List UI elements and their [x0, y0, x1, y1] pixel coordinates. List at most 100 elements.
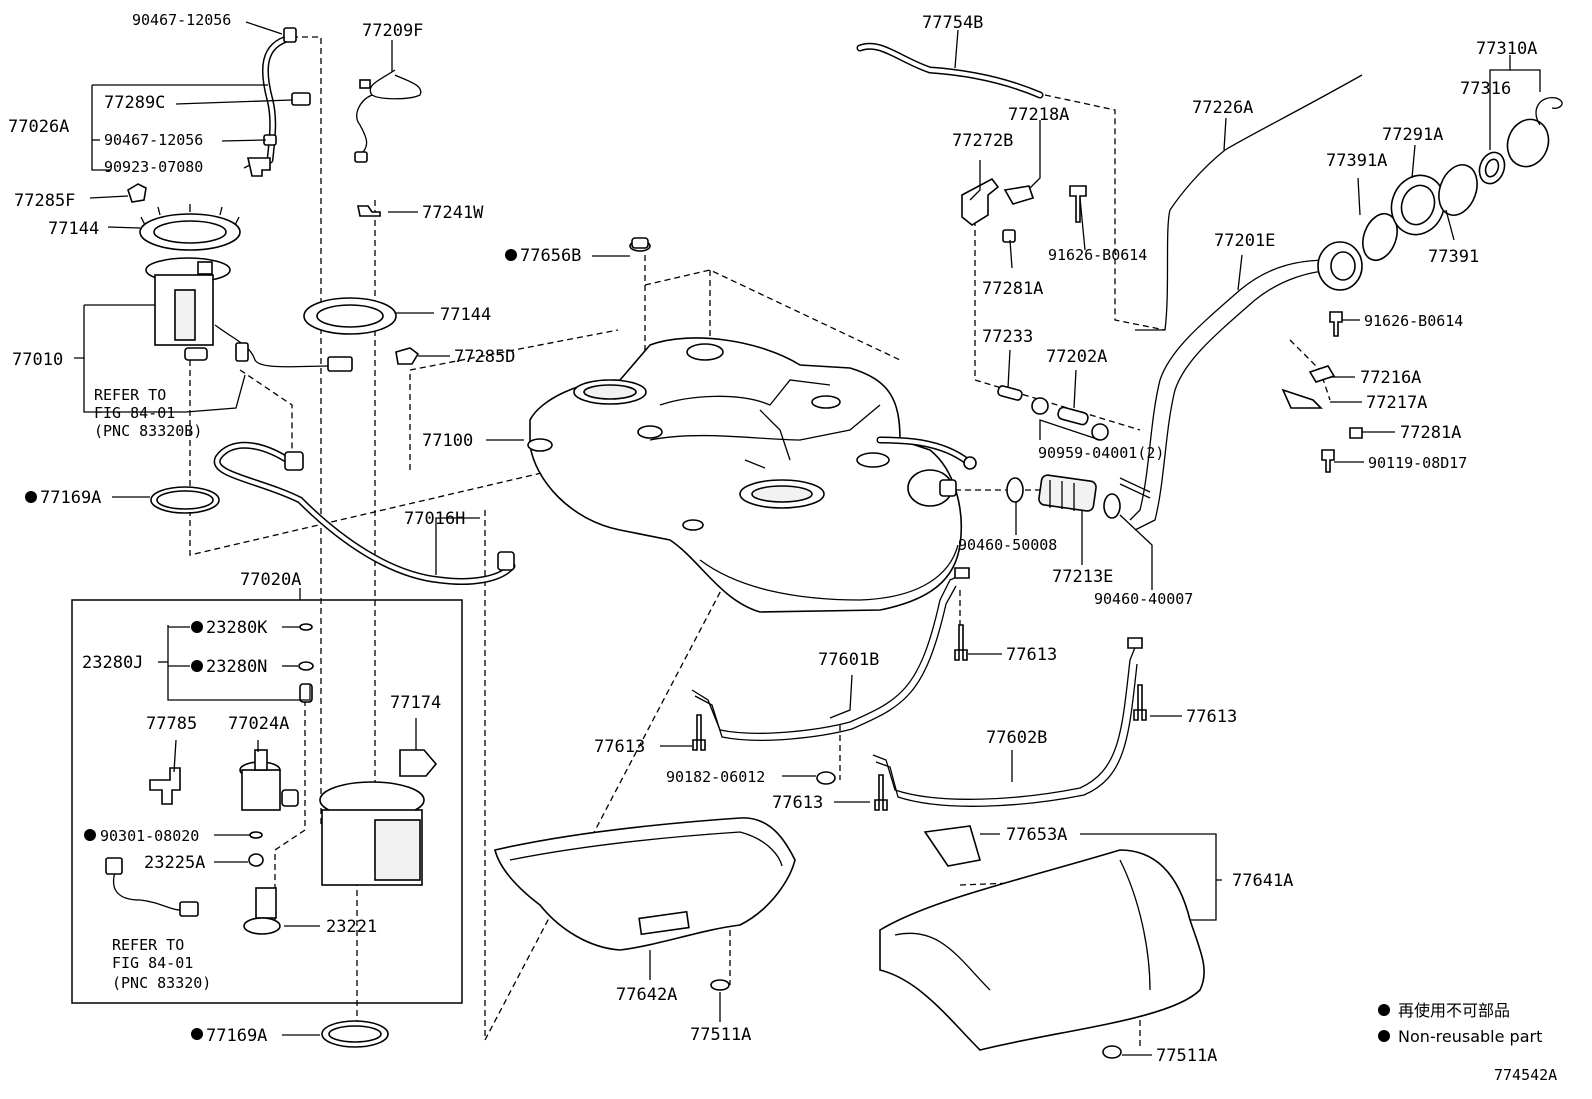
part-label: 77613	[1006, 645, 1057, 665]
non-reusable-markers	[25, 249, 1390, 1042]
bracket-part	[1281, 311, 1363, 473]
part-label: 23280K	[206, 618, 268, 638]
part-label: 77511A	[1156, 1046, 1217, 1066]
non-reusable-dot	[505, 249, 517, 261]
part-label: 77281A	[982, 279, 1043, 299]
part-label: 23225A	[144, 853, 205, 873]
part-label: 90460-40007	[1094, 590, 1193, 608]
part-label: 90119-08D17	[1368, 454, 1467, 472]
wire-harness-part	[354, 69, 422, 217]
lock-ring-part	[139, 204, 241, 251]
part-label: 77511A	[690, 1025, 751, 1045]
part-label: 77613	[594, 737, 645, 757]
drawing-number: 774542A	[1494, 1066, 1557, 1084]
part-label: 77613	[1186, 707, 1237, 727]
tank-band-part	[872, 637, 1143, 807]
hose-part	[213, 441, 516, 585]
part-label: 77218A	[1008, 105, 1069, 125]
reference-note: (PNC 83320B)	[94, 422, 202, 440]
reference-note: REFER TO	[94, 386, 166, 404]
fuel-tank-part	[527, 337, 977, 613]
part-label: 77656B	[520, 246, 581, 266]
fuel-suction-parts	[105, 623, 438, 935]
part-label: 77202A	[1046, 347, 1107, 367]
part-label: 77026A	[8, 117, 69, 137]
hose-clamp-parts	[1006, 474, 1121, 519]
part-label: 77754B	[922, 13, 983, 33]
legend: 再使用不可部品 Non-reusable part 774542A	[1398, 1001, 1557, 1084]
part-label: 77010	[12, 350, 63, 370]
non-reusable-dot	[25, 491, 37, 503]
part-label: 77653A	[1006, 825, 1067, 845]
tube-part	[1135, 74, 1363, 331]
part-label: 77024A	[228, 714, 289, 734]
part-label: 77391A	[1326, 151, 1387, 171]
part-label: 90467-12056	[104, 131, 203, 149]
part-label: 77216A	[1360, 368, 1421, 388]
non-reusable-dot	[191, 621, 203, 633]
non-reusable-dot	[191, 1028, 203, 1040]
part-label: 23280N	[206, 657, 267, 677]
part-label: 77169A	[40, 488, 101, 508]
lock-ring-part	[303, 297, 420, 365]
part-label: 91626-B0614	[1048, 246, 1147, 264]
part-label: 77272B	[952, 131, 1013, 151]
part-label: 77209F	[362, 21, 423, 41]
part-label: 77642A	[616, 985, 677, 1005]
reference-note: REFER TO	[112, 936, 184, 954]
part-label: 77391	[1428, 247, 1479, 267]
part-label: 91626-B0614	[1364, 312, 1463, 330]
gasket-part	[321, 1020, 389, 1048]
part-label: 77641A	[1232, 871, 1293, 891]
part-label: 77602B	[986, 728, 1047, 748]
tank-band-part	[691, 567, 970, 741]
part-label: 77316	[1460, 79, 1511, 99]
vent-tube-part	[856, 42, 1044, 99]
part-label: 77169A	[206, 1026, 267, 1046]
part-label: 77201E	[1214, 231, 1275, 251]
part-label: 77174	[390, 693, 441, 713]
part-label: 77285D	[454, 347, 515, 367]
heat-insulator-part	[879, 825, 1205, 1059]
part-label: 77016H	[404, 509, 465, 529]
part-label: 90460-50008	[958, 536, 1057, 554]
non-reusable-dot	[84, 829, 96, 841]
part-label: 77281A	[1400, 423, 1461, 443]
clip-part	[127, 183, 147, 203]
part-label: 90923-07080	[104, 158, 203, 176]
non-reusable-dot	[191, 660, 203, 672]
cap-assembly-parts	[1362, 97, 1563, 262]
legend-dot-jp	[1378, 1004, 1390, 1016]
part-label: 23280J	[82, 653, 143, 673]
bracket-part	[961, 177, 1087, 243]
part-label: 77144	[48, 219, 99, 239]
part-label: 77100	[422, 431, 473, 451]
part-labels: 90467-12056 77209F 77754B 77310A 77316 7…	[8, 11, 1537, 1066]
part-label: 77226A	[1192, 98, 1253, 118]
sub-assembly-box	[71, 599, 463, 1004]
part-label: 77785	[146, 714, 197, 734]
pump-unit-part	[145, 257, 353, 372]
part-label: 77310A	[1476, 39, 1537, 59]
part-label: 77601B	[818, 650, 879, 670]
part-label: 23221	[326, 917, 377, 937]
leader-lines	[74, 21, 1541, 1056]
protector-part	[494, 817, 796, 991]
legend-dot-en	[1378, 1030, 1390, 1042]
part-label: 90301-08020	[100, 827, 199, 845]
parts	[71, 27, 1563, 1059]
part-label: 77144	[440, 305, 491, 325]
part-label: 77289C	[104, 93, 165, 113]
part-label: 77233	[982, 327, 1033, 347]
part-label: 77217A	[1366, 393, 1427, 413]
part-label: 77241W	[422, 203, 484, 223]
part-label: 77285F	[14, 191, 75, 211]
hose-part	[247, 27, 311, 177]
reference-note: FIG 84-01	[112, 954, 193, 972]
pipe-parts	[997, 385, 1151, 499]
legend-text-jp: 再使用不可部品	[1398, 1001, 1510, 1020]
part-label: 77291A	[1382, 125, 1443, 145]
bolt-part	[692, 624, 1147, 811]
part-label: 90959-04001(2)	[1038, 444, 1164, 462]
part-label: 77613	[772, 793, 823, 813]
